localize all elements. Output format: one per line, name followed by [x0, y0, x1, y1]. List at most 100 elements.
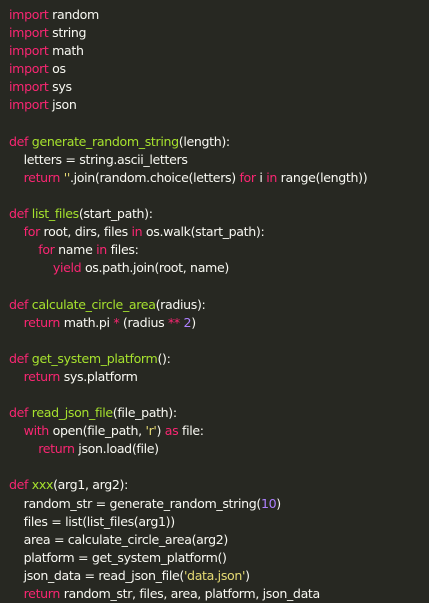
code-line: files = list(list_files(arg1)) — [9, 513, 429, 531]
code-text-token: random_str = generate_random_string( — [9, 495, 262, 511]
code-line: def generate_random_string(length): — [9, 133, 429, 151]
keyword-token: in — [266, 169, 277, 185]
code-line: json_data = read_json_file('data.json') — [9, 567, 429, 585]
code-line: def list_files(start_path): — [9, 205, 429, 223]
keyword-token: in — [131, 224, 143, 240]
code-text-token: open(file_path, — [48, 423, 146, 439]
code-line: import math — [9, 42, 429, 60]
function-name-token: xxx — [31, 477, 54, 493]
function-name-token: calculate_circle_area — [31, 296, 156, 312]
keyword-token: import — [9, 43, 49, 59]
keyword-token: def — [9, 405, 29, 421]
code-text-token: root, dirs, files — [39, 224, 132, 240]
code-line: return math.pi * (radius ** 2) — [9, 314, 429, 332]
code-line: for root, dirs, files in os.walk(start_p… — [9, 223, 429, 241]
code-line — [9, 277, 429, 295]
keyword-token: in — [96, 242, 107, 258]
code-text-token: ) — [156, 423, 165, 439]
code-line: letters = string.ascii_letters — [9, 151, 429, 169]
code-text-token: math — [48, 43, 84, 59]
code-line: import sys — [9, 78, 429, 96]
keyword-token: for — [239, 169, 256, 185]
keyword-token: def — [9, 477, 29, 493]
code-line: return random_str, files, area, platform… — [9, 585, 429, 603]
code-text-token: json.load(file) — [74, 441, 159, 457]
string-token: '' — [63, 169, 71, 185]
code-text-token — [9, 441, 38, 456]
code-text-token: ) — [191, 314, 196, 330]
code-text-token: (start_path): — [78, 206, 153, 222]
keyword-token: for — [38, 242, 55, 258]
keyword-token: def — [9, 350, 29, 366]
code-line: import json — [9, 96, 429, 114]
function-name-token: read_json_file — [31, 405, 113, 421]
keyword-token: import — [9, 25, 49, 41]
code-text-token: platform = get_system_platform() — [9, 549, 227, 565]
function-name-token: generate_random_string — [31, 133, 179, 149]
code-line: with open(file_path, 'r') as file: — [9, 422, 429, 440]
code-text-token: letters = string.ascii_letters — [9, 151, 188, 167]
code-text-token: math.pi — [60, 314, 114, 330]
keyword-token: return — [23, 169, 61, 185]
code-line: random_str = generate_random_string(10) — [9, 495, 429, 513]
code-text-token — [9, 242, 38, 257]
code-text-token: sys.platform — [60, 368, 138, 384]
code-line: def xxx(arg1, arg2): — [9, 476, 429, 494]
code-line — [9, 332, 429, 350]
function-name-token: get_system_platform — [31, 350, 158, 366]
code-line: def read_json_file(file_path): — [9, 404, 429, 422]
code-text-token — [9, 369, 24, 384]
code-line: import random — [9, 6, 429, 24]
code-text-token: (radius — [119, 314, 168, 330]
code-line — [9, 458, 429, 476]
code-line — [9, 386, 429, 404]
keyword-token: for — [23, 224, 41, 240]
code-line: return json.load(file) — [9, 440, 429, 458]
code-text-token — [9, 586, 24, 601]
code-text-token — [9, 315, 24, 330]
keyword-token: import — [9, 79, 49, 95]
number-token: 2 — [183, 314, 192, 330]
code-line: return sys.platform — [9, 368, 429, 386]
code-text-token: .join(random.choice(letters) — [69, 169, 240, 185]
code-line — [9, 115, 429, 133]
code-text-token: ) — [276, 495, 281, 511]
code-text-token: i — [255, 169, 267, 185]
code-text-token: file: — [178, 423, 204, 439]
operator-token: ** — [167, 314, 180, 330]
keyword-token: return — [23, 368, 61, 384]
code-text-token: os.walk(start_path): — [142, 224, 265, 240]
keyword-token: return — [38, 441, 75, 457]
code-line: def get_system_platform(): — [9, 350, 429, 368]
code-text-token: json_data = read_json_file( — [9, 567, 185, 583]
code-text-token — [9, 170, 24, 185]
code-text-token: string — [48, 25, 87, 41]
code-line: import os — [9, 60, 429, 78]
code-text-token: json — [48, 97, 77, 113]
code-line: def calculate_circle_area(radius): — [9, 296, 429, 314]
code-text-token: area = calculate_circle_area(arg2) — [9, 531, 229, 547]
keyword-token: return — [23, 586, 61, 601]
code-text-token: random_str, files, area, platform, json_… — [60, 586, 321, 601]
code-text-token: name — [54, 242, 97, 258]
code-text-token: files: — [106, 242, 139, 258]
code-text-token — [9, 224, 24, 239]
code-text-token: (): — [157, 350, 171, 366]
code-text-token: random — [48, 7, 99, 22]
keyword-token: def — [9, 133, 29, 149]
number-token: 10 — [260, 495, 277, 511]
keyword-token: yield — [52, 260, 82, 276]
keyword-token: import — [9, 61, 49, 77]
code-text-token: (arg1, arg2): — [53, 477, 128, 493]
code-text-token — [9, 423, 24, 438]
code-text-token: ) — [245, 567, 250, 583]
code-text-token — [9, 260, 53, 275]
keyword-token: def — [9, 206, 29, 222]
code-text-token: os — [48, 61, 66, 77]
keyword-token: import — [9, 97, 49, 113]
code-text-token: (file_path): — [112, 405, 177, 421]
code-text-token: range(length)) — [277, 169, 368, 185]
code-line: return ''.join(random.choice(letters) fo… — [9, 169, 429, 187]
code-line: import string — [9, 24, 429, 42]
